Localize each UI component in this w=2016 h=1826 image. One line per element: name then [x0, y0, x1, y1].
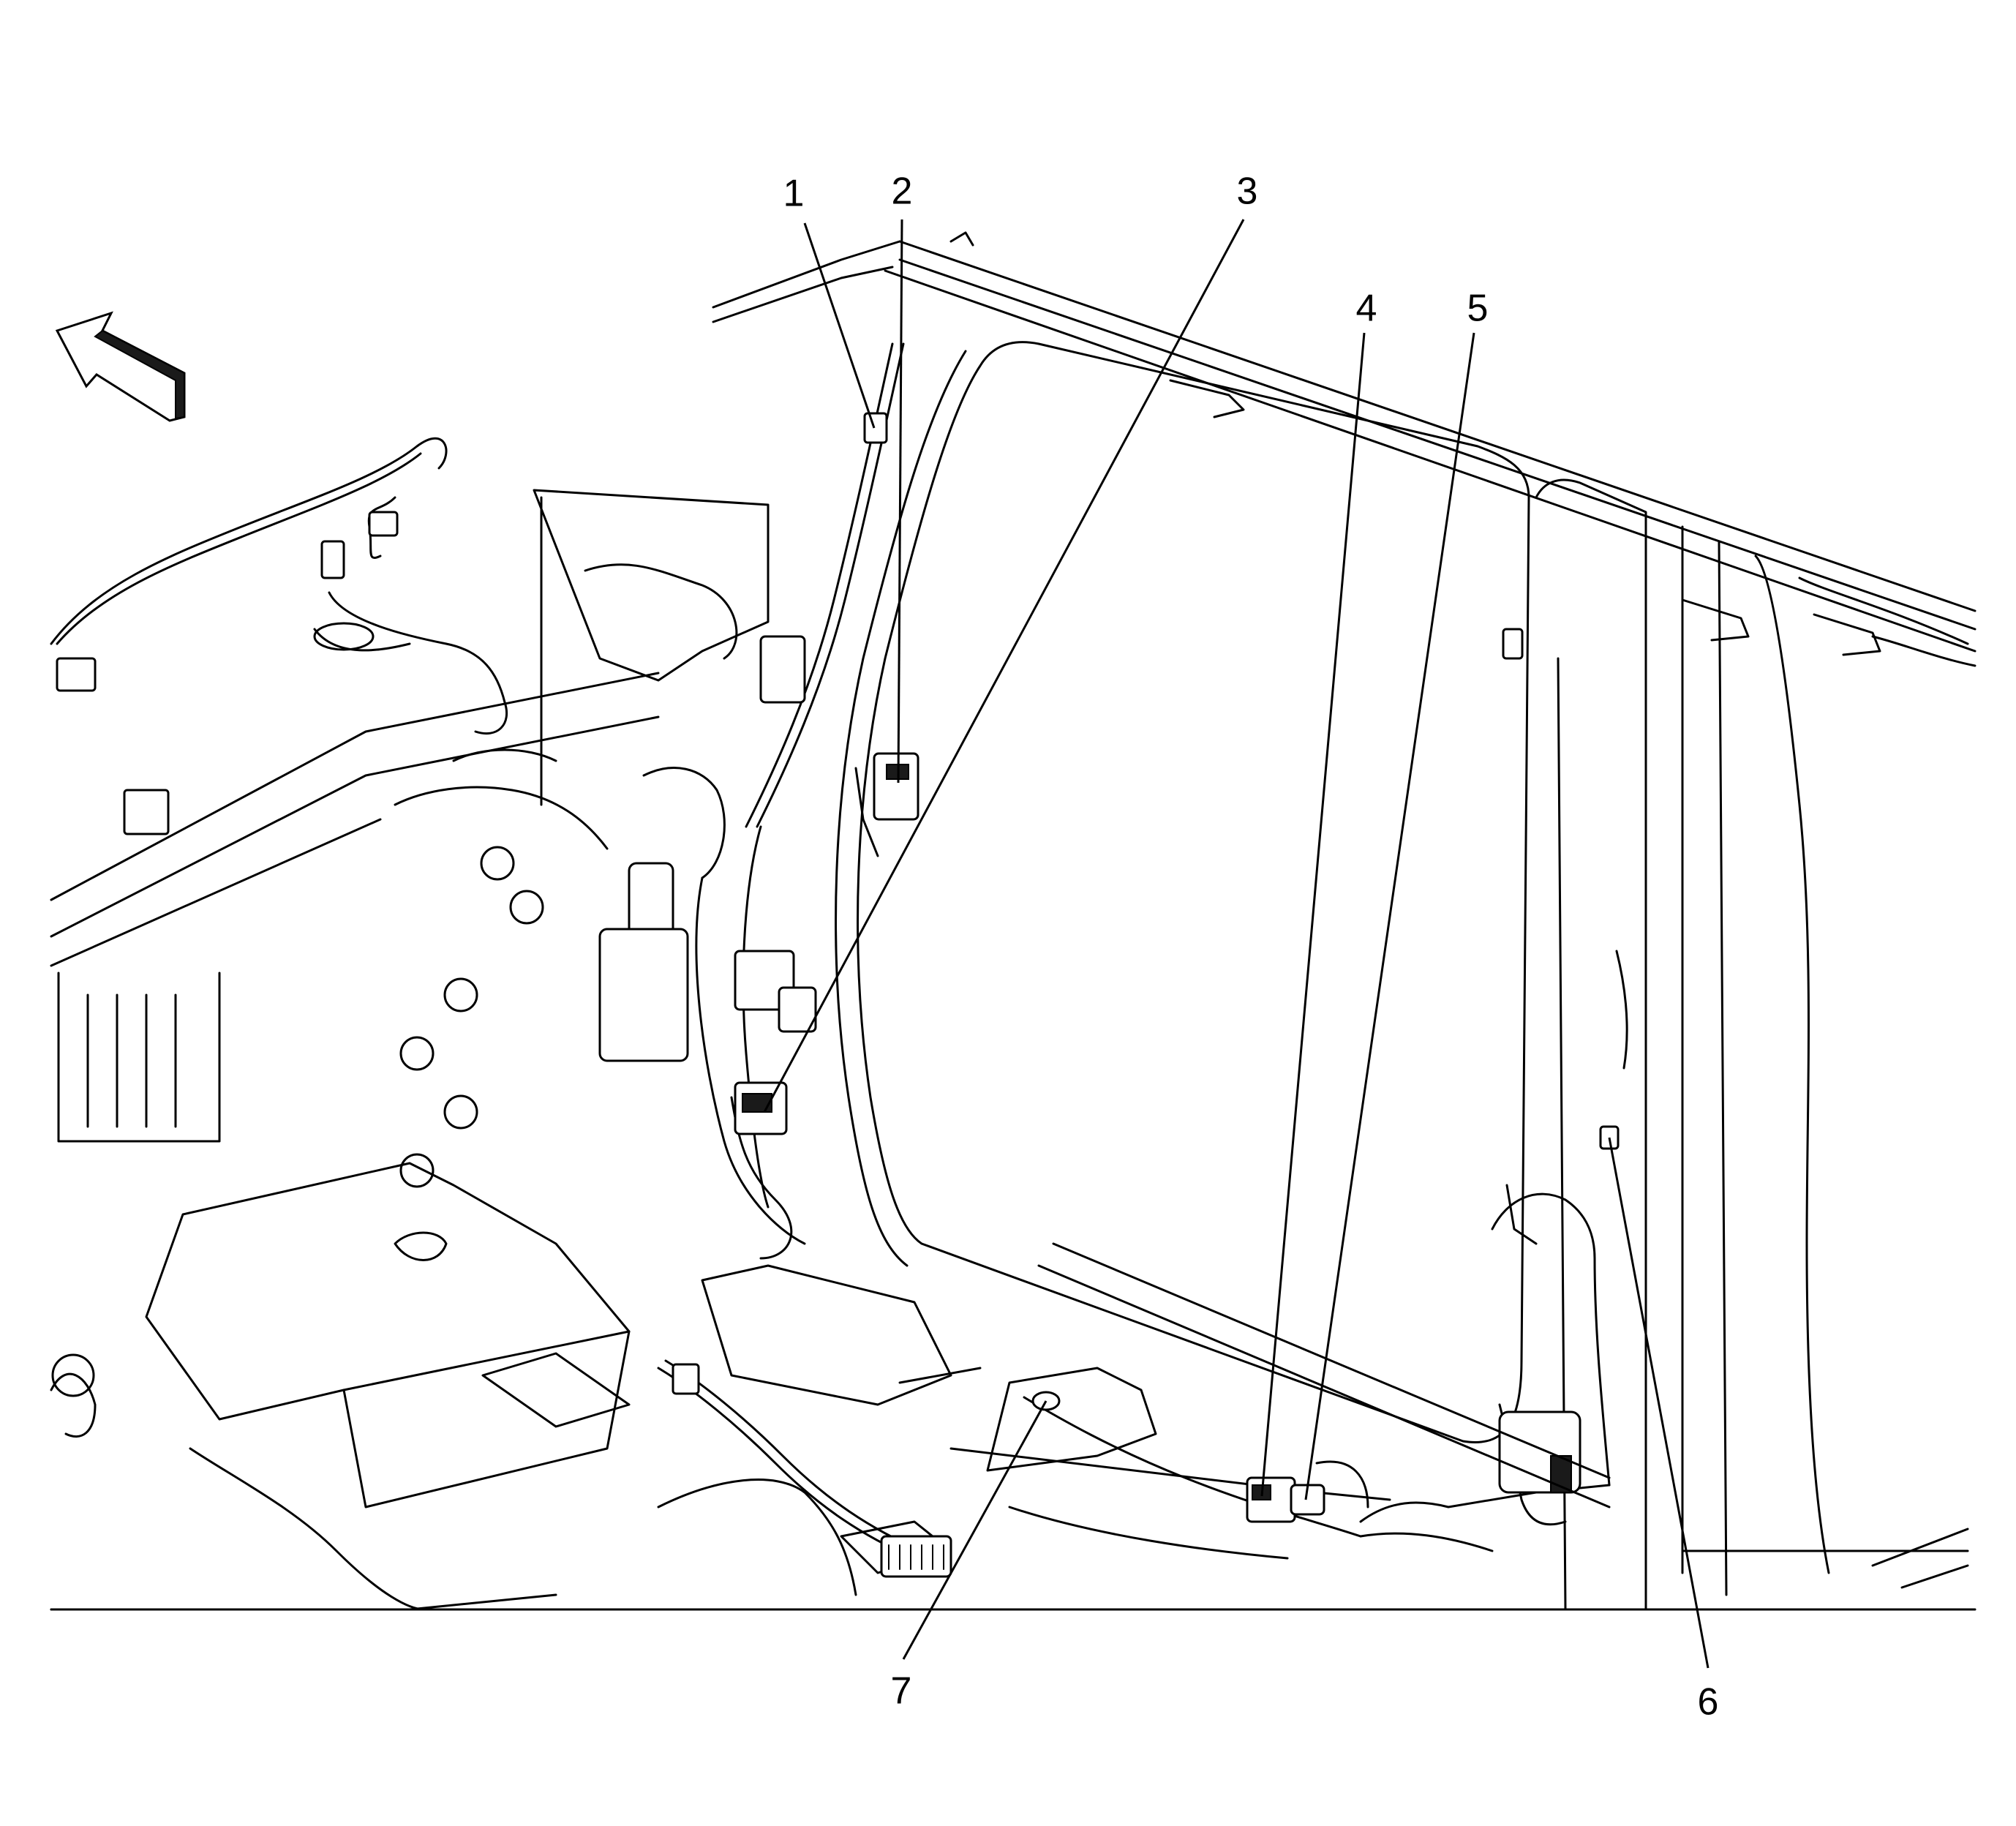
callout-4: 4 — [1356, 288, 1377, 330]
connector-part-7-block — [880, 1535, 952, 1578]
front-door-opening — [835, 341, 1530, 1443]
callout-6: 6 — [1698, 1681, 1719, 1724]
roof-rail — [712, 231, 1976, 656]
floor-pan — [50, 1162, 1391, 1611]
leader-4 — [1260, 332, 1366, 1497]
leader-5 — [1304, 332, 1475, 1500]
connector-upper-left-a — [368, 511, 399, 537]
callout-3: 3 — [1237, 170, 1258, 213]
leader-7 — [902, 1400, 1048, 1660]
upper-left-harness — [50, 437, 508, 835]
leader-3 — [763, 219, 1245, 1113]
connector-part-2 — [873, 752, 919, 821]
connector-upper-left-b — [320, 540, 345, 579]
connector-upper-left-d — [123, 789, 170, 835]
callout-5: 5 — [1467, 288, 1489, 330]
rear-door-opening — [1535, 478, 1976, 1611]
dash-structure — [50, 489, 806, 1245]
callout-1: 1 — [783, 173, 805, 215]
front-direction-arrow-icon — [55, 311, 186, 422]
lower-sill — [1037, 1242, 1969, 1589]
callout-7: 7 — [891, 1670, 912, 1713]
leader-2 — [897, 219, 903, 784]
leader-6 — [1608, 1137, 1710, 1669]
callout-labels: 1 2 3 4 5 6 7 — [783, 170, 1719, 1724]
pillar-connectors — [734, 412, 919, 1135]
callout-leaders — [763, 219, 1710, 1669]
leader-1 — [803, 222, 876, 429]
callout-2: 2 — [892, 170, 913, 213]
connector-part-1 — [863, 412, 888, 444]
connector-upper-left-c — [56, 657, 97, 692]
